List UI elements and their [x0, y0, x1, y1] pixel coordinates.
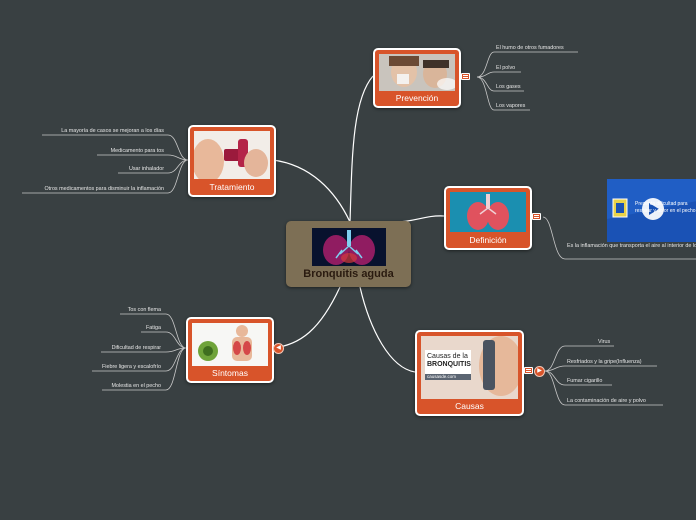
leaf-causas-1[interactable]: Virus [598, 339, 611, 345]
node-tratamiento-title: Tratamiento [209, 182, 255, 192]
inhaler-image [194, 131, 270, 179]
node-definicion-title: Definición [469, 235, 507, 245]
leaf-tratamiento-3[interactable]: Usar inhalador [128, 166, 164, 172]
causas-image-text-2: BRONQUITIS [427, 361, 471, 368]
node-definicion[interactable]: Definición [444, 186, 532, 250]
leaf-sintomas-5[interactable]: Molestia en el pecho [111, 383, 161, 389]
leaf-tratamiento-1[interactable]: La mayoría de casos se mejoran a los día… [61, 128, 164, 134]
node-tratamiento[interactable]: Tratamiento [188, 125, 276, 197]
central-title: Bronquitis aguda [303, 268, 394, 280]
central-topic-bronquitis[interactable]: Bronquitis aguda [286, 221, 411, 287]
definicion-note[interactable]: Es la inflamación que transporta el aire… [567, 243, 696, 249]
leaf-tratamiento-2[interactable]: Medicamento para tos [110, 148, 164, 154]
node-sintomas[interactable]: Síntomas [186, 317, 274, 383]
causas-image-text-3: causasde.com [427, 374, 457, 379]
notes-icon[interactable] [524, 367, 533, 374]
notes-icon[interactable] [461, 73, 470, 80]
leaf-prevencion-1[interactable]: El humo de otros fumadores [496, 45, 564, 51]
node-causas-title: Causas [455, 401, 484, 411]
leaf-sintomas-2[interactable]: Fatiga [146, 325, 161, 331]
node-causas[interactable]: Causas de la BRONQUITIS causasde.com Cau… [415, 330, 524, 416]
leaf-prevencion-2[interactable]: El polvo [496, 65, 516, 71]
causas-image-text-1: Causas de la [427, 353, 468, 360]
node-prevencion[interactable]: Prevención [373, 48, 461, 108]
leaf-sintomas-1[interactable]: Tos con flema [127, 307, 161, 313]
video-thumbnail[interactable]: Presenta dificultad para respirar y dolo… [607, 179, 696, 242]
causas-image: Causas de la BRONQUITIS causasde.com [421, 336, 518, 399]
leaf-prevencion-4[interactable]: Los vapores [496, 103, 526, 109]
leaf-tratamiento-4[interactable]: Otros medicamentos para disminuir la inf… [44, 186, 164, 192]
node-prevencion-title: Prevención [395, 93, 439, 103]
leaf-causas-2[interactable]: Resfriados y la gripe(Influenza) [567, 359, 642, 365]
leaf-causas-4[interactable]: La contaminación de aire y polvo [567, 398, 646, 404]
notes-icon[interactable] [532, 213, 541, 220]
node-sintomas-title: Síntomas [212, 368, 248, 378]
leaf-sintomas-3[interactable]: Dificultad de respirar [111, 345, 161, 351]
smoking-image [379, 54, 455, 91]
lungs-diagram-image [450, 192, 526, 232]
collapse-toggle-icon[interactable]: ◀ [273, 343, 284, 354]
video-caption: Presenta dificultad para respirar y dolo… [635, 201, 696, 214]
leaf-causas-3[interactable]: Fumar cigarillo [567, 378, 603, 384]
collapse-toggle-icon[interactable]: ▶ [534, 366, 545, 377]
leaf-sintomas-4[interactable]: Fiebre ligera y escalofrío [101, 364, 161, 370]
symptoms-image [192, 323, 268, 366]
lungs-image [312, 228, 386, 266]
leaf-prevencion-3[interactable]: Los gases [496, 84, 521, 90]
